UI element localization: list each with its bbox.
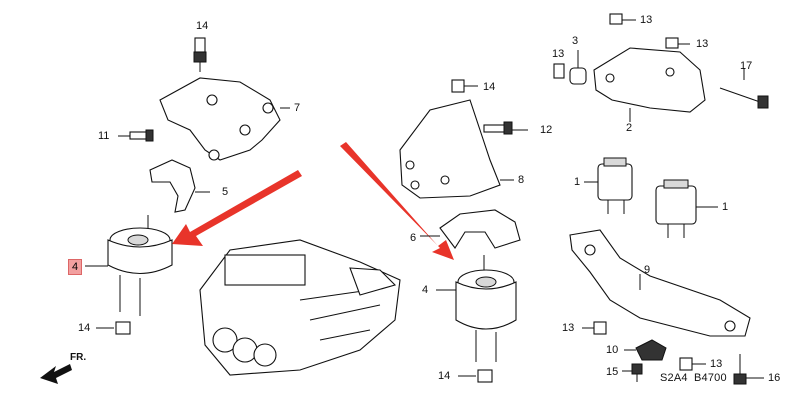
nut-14-top bbox=[193, 37, 207, 72]
nut-14-bottom-left bbox=[96, 321, 131, 335]
label-8: 8 bbox=[518, 174, 525, 186]
bolt-17 bbox=[719, 68, 769, 109]
label-1-left: 1 bbox=[574, 176, 581, 188]
red-arrow-left bbox=[172, 170, 302, 246]
label-3: 3 bbox=[572, 35, 579, 47]
nut-13-lower-left bbox=[582, 321, 607, 335]
red-arrow-right bbox=[340, 142, 454, 260]
label-14-bottom-center: 14 bbox=[438, 370, 451, 382]
beam-9 bbox=[569, 229, 751, 337]
nut-13-right bbox=[665, 37, 690, 49]
diagram-code-left: S2A4 bbox=[660, 372, 688, 384]
pad-6 bbox=[420, 209, 521, 249]
label-14-top: 14 bbox=[196, 20, 209, 32]
mount-1-left bbox=[584, 157, 633, 214]
nut-14-bottom-center bbox=[458, 369, 493, 383]
label-11: 11 bbox=[98, 130, 110, 142]
label-15: 15 bbox=[606, 366, 619, 378]
nut-13-lower-right bbox=[679, 357, 706, 371]
label-13-top: 13 bbox=[640, 14, 653, 26]
label-5: 5 bbox=[222, 186, 229, 198]
mount-10 bbox=[624, 339, 667, 361]
nut-13-top bbox=[609, 13, 636, 25]
label-4-left-highlighted: 4 bbox=[68, 259, 83, 275]
nut-13-left bbox=[553, 63, 565, 79]
label-16: 16 bbox=[768, 372, 781, 384]
bolt-15 bbox=[622, 363, 643, 382]
front-arrow-icon bbox=[40, 364, 72, 384]
bolt-12 bbox=[483, 121, 528, 135]
bracket-8 bbox=[399, 99, 514, 199]
diagram-code-right: B4700 bbox=[694, 372, 727, 384]
label-7: 7 bbox=[294, 102, 301, 114]
label-14-middle: 14 bbox=[483, 81, 496, 93]
label-10: 10 bbox=[606, 344, 619, 356]
collar-3 bbox=[569, 50, 587, 85]
label-13-left: 13 bbox=[552, 48, 565, 60]
nut-14-middle bbox=[451, 79, 478, 93]
bracket-7 bbox=[159, 77, 290, 161]
label-12: 12 bbox=[540, 124, 553, 136]
label-13-lower-left: 13 bbox=[562, 322, 575, 334]
label-13-right: 13 bbox=[696, 38, 709, 50]
mount-4-left bbox=[85, 215, 173, 316]
bolt-11 bbox=[118, 129, 154, 142]
label-17: 17 bbox=[740, 60, 753, 72]
bracket-2 bbox=[593, 47, 706, 122]
front-label: FR. bbox=[70, 352, 87, 363]
label-6: 6 bbox=[410, 232, 417, 244]
label-9: 9 bbox=[644, 264, 651, 276]
mount-1-right bbox=[655, 179, 718, 238]
label-13-lower-right: 13 bbox=[710, 358, 723, 370]
label-14-bottom-left: 14 bbox=[78, 322, 91, 334]
label-2: 2 bbox=[626, 122, 633, 134]
bolt-16 bbox=[733, 354, 764, 385]
engine-block bbox=[199, 239, 401, 376]
mount-4-center bbox=[436, 255, 517, 362]
label-4-center: 4 bbox=[422, 284, 429, 296]
label-1-right: 1 bbox=[722, 201, 729, 213]
pad-5 bbox=[149, 159, 210, 213]
